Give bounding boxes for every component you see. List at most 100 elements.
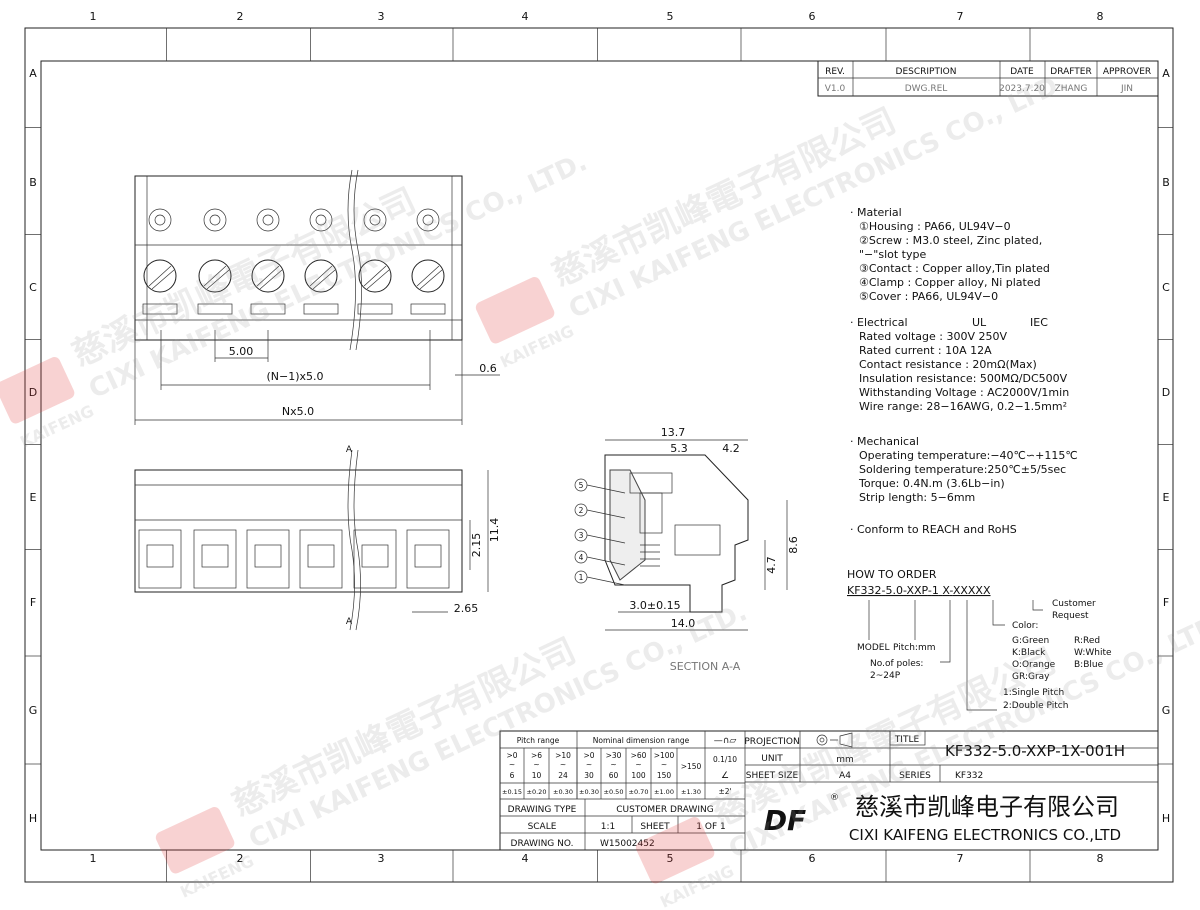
column-label: 3 [378,10,385,23]
wire-entry [299,529,343,589]
dim-total: Nx5.0 [282,405,314,418]
title-block: >0~6>6~10>10~24>0~30>30~60>60~100>100~15… [499,730,1159,851]
wire-entry [138,529,182,589]
callout-number: 2 [579,506,584,515]
electrical-heading: · Electrical [850,316,908,329]
column-label: 7 [957,852,964,865]
range-from: >6 [531,751,542,760]
material-line: ①Housing : PA66, UL94V−0 [859,220,1011,233]
approver-header: APPROVER [1103,67,1151,77]
range-to: 100 [631,771,646,780]
angle-icon: ∠ [721,771,729,781]
range-to: 10 [532,771,542,780]
electrical-line: Insulation resistance: 500MΩ/DC500V [859,372,1068,385]
callout-number: 1 [579,573,584,582]
description-header: DESCRIPTION [896,67,957,77]
dim-4-2: 4.2 [722,442,740,455]
row-label: G [29,704,38,717]
screw-slot [363,265,387,287]
sep: - [949,584,953,597]
section-caption: SECTION A-A [670,660,741,673]
row-label: D [1162,386,1170,399]
scale-value: 1:1 [601,822,615,832]
screw-hole-icon [256,208,280,232]
leader-line [586,534,626,544]
material-line: ⑤Cover : PA66, UL94V−0 [859,290,998,303]
material-line: "−"slot type [859,248,926,261]
revision-table: REV. DESCRIPTION DATE DRAFTER APPROVER V… [817,60,1159,97]
dim-2-65: 2.65 [454,602,479,615]
company-name-en: CIXI KAIFENG ELECTRONICS CO.,LTD [849,826,1121,844]
top-view: 5.00 (N−1)x5.0 0.6 Nx5.0 [134,169,500,425]
row-label: H [29,812,37,825]
projection-symbol-icon [816,732,853,748]
range-to: 6 [510,771,515,780]
dim-5-3: 5.3 [670,442,688,455]
tolerance-value: ±0.70 [629,788,649,796]
color-option: K:Black [1012,648,1046,658]
screw-head-icon [251,259,285,293]
wire-slot [142,303,178,315]
range-tilde: ~ [560,760,566,769]
ul-col: UL [972,316,987,329]
range-to: 60 [609,771,619,780]
color-option: GR:Gray [1012,672,1050,682]
code-customer: XXXXX [953,584,991,597]
column-label: 4 [522,10,529,23]
how-to-order: HOW TO ORDER KF332-5.0-XXP-1 X-XXXXX MOD… [847,568,1112,711]
leader-line [586,576,626,586]
electrical-line: Rated current : 10A 12A [859,344,992,357]
single-pitch: 1:Single Pitch [1003,688,1064,698]
row-label: C [1162,281,1170,294]
wire-entry [246,529,290,589]
approver-value: JIN [1120,84,1133,94]
screw-slot [419,269,443,290]
row-label: F [1163,596,1169,609]
range-to: 30 [584,771,594,780]
gdt-symbols-icon: —∩▱ [714,736,737,746]
dim-8-6: 8.6 [787,536,800,554]
wire-entry-inner [414,544,442,568]
material-heading: · Material [850,206,902,219]
nominal-range-label: Nominal dimension range [593,736,690,745]
screw-slot [151,269,175,290]
range-from: >10 [555,751,571,760]
code-pitch: 5.0 [886,584,904,597]
wire-entry [406,529,450,589]
screw-slot [312,269,336,290]
wire-slot [357,303,393,315]
range-tilde: ~ [533,760,539,769]
range-tilde: ~ [586,760,592,769]
range-to: 150 [657,771,672,780]
screw-hole-icon [309,208,333,232]
screw-head-icon [411,259,445,293]
poles-range: 2~24P [870,671,901,681]
screw-head-icon [143,259,177,293]
wire-entry-inner [254,544,282,568]
description-value: DWG.REL [905,84,948,94]
wire-slot [197,303,233,315]
watermark-logo-icon [635,817,715,884]
screw-hole-inner [262,214,274,226]
projection-label: PROJECTION [744,737,799,747]
dim-14-0: 14.0 [671,617,696,630]
pitch-label: Pitch:mm [893,643,935,653]
leader-line [586,556,626,566]
company-name-cn: 慈溪市凯峰电子有限公司 [855,793,1119,821]
color-option: B:Blue [1074,660,1104,670]
column-label: 4 [522,852,529,865]
range-tilde: ~ [610,760,616,769]
outer-frame [24,27,1174,883]
material-line: ②Screw : M3.0 steel, Zinc plated, [859,234,1042,247]
section-mark-bottom: A [346,617,353,627]
how-to-order-heading: HOW TO ORDER [847,568,937,581]
pitch-range-label: Pitch range [517,736,560,745]
column-label: 8 [1097,10,1104,23]
row-label: B [29,176,37,189]
customer-label: Customer [1052,599,1096,609]
wire-entry-inner [361,544,389,568]
screw-slot [416,265,440,287]
dim-pitch: 5.00 [229,345,254,358]
